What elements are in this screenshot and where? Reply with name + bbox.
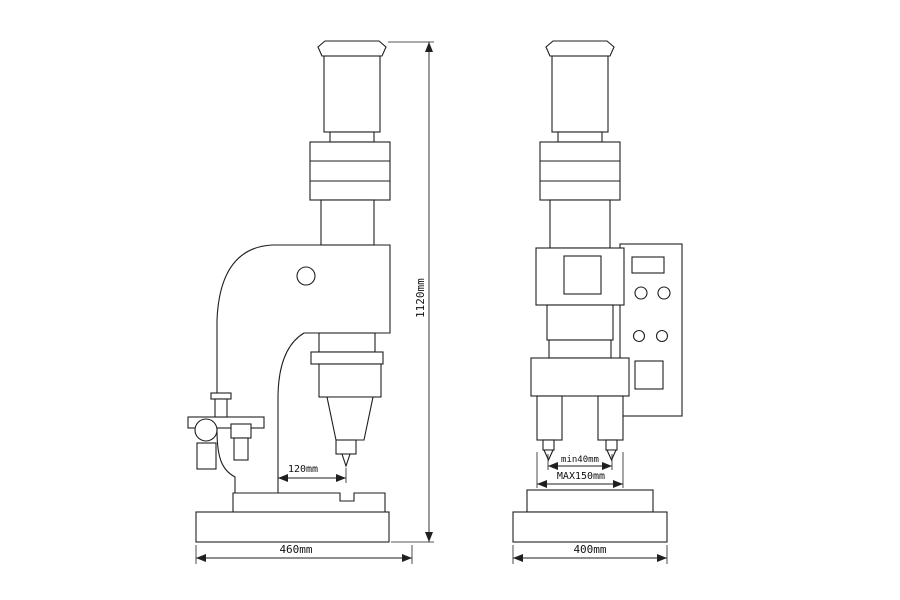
control-panel: [619, 243, 683, 417]
left-leg: [536, 395, 563, 441]
ram-flange: [310, 351, 384, 365]
base-width-dimension-label: 400mm: [573, 543, 606, 556]
frame-outline: [216, 244, 391, 494]
base-block: [195, 511, 390, 543]
right-leg: [597, 395, 624, 441]
motor-body: [551, 55, 609, 133]
front-dimensions: min40mm MAX150mm 400mm: [512, 452, 668, 564]
lower-crossbar: [530, 357, 630, 397]
head-window: [563, 255, 602, 295]
left-tip: [543, 449, 554, 462]
lubricator-body: [230, 423, 252, 439]
min-opening-label: min40mm: [561, 455, 599, 465]
ram-body: [318, 363, 382, 398]
height-dimension-label: 1120mm: [414, 278, 427, 318]
base-plate: [526, 489, 654, 513]
panel-button: [632, 329, 646, 343]
head-block: [535, 247, 625, 306]
air-service-unit: [187, 392, 265, 470]
cylinder-bands: [309, 141, 391, 201]
motor-cap: [317, 40, 387, 57]
front-view: [512, 40, 683, 543]
panel-switch: [634, 360, 664, 390]
side-dimensions: 1120mm 120mm 460mm: [195, 41, 434, 564]
panel-button: [655, 329, 669, 343]
inspection-hole: [296, 266, 316, 286]
motor-neck: [329, 131, 375, 143]
lubricator-cup: [233, 437, 249, 461]
panel-button: [657, 286, 671, 300]
tool-shank: [335, 439, 357, 455]
upper-column: [549, 199, 611, 249]
throat-dimension-label: 120mm: [288, 464, 318, 475]
ram-guide: [318, 332, 376, 353]
regulator-knob-cap: [210, 392, 232, 400]
base-block: [512, 511, 668, 543]
tool-holder: [326, 396, 374, 441]
left-tip-shank: [542, 439, 555, 451]
regulator-knob: [214, 398, 228, 418]
right-tip: [606, 449, 617, 462]
mid-connector: [548, 339, 612, 359]
valve-handle: [194, 418, 218, 442]
base-plate-notched: [232, 492, 386, 513]
cylinder-bands: [539, 141, 621, 201]
right-tip-shank: [605, 439, 618, 451]
max-opening-label: MAX150mm: [557, 471, 605, 482]
base-width-dimension-label: 460mm: [279, 543, 312, 556]
head-lower: [546, 304, 614, 341]
motor-body: [323, 55, 381, 133]
tool-tip: [341, 453, 351, 468]
display-window: [631, 256, 665, 274]
panel-button: [634, 286, 648, 300]
motor-cap: [545, 40, 615, 57]
side-view: [187, 40, 391, 543]
filter-cup: [196, 442, 217, 470]
upper-column: [320, 199, 375, 246]
motor-neck: [557, 131, 603, 143]
